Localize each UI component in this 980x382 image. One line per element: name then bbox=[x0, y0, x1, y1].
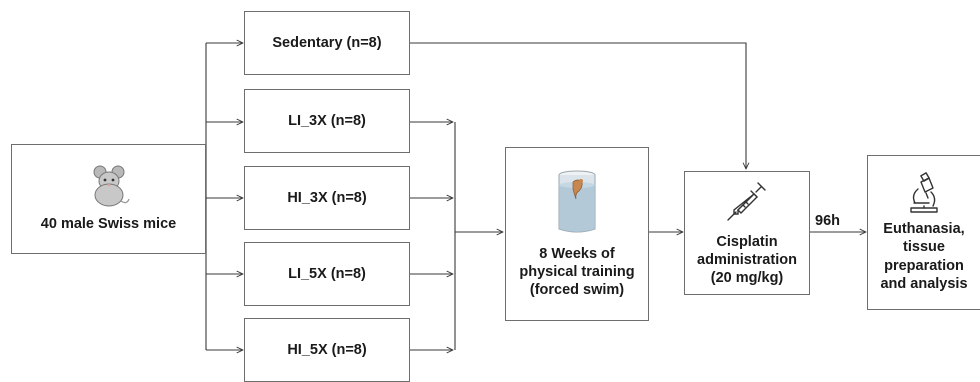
group-box-hi5x: HI_5X (n=8) bbox=[244, 318, 410, 382]
training-line-1: 8 Weeks of bbox=[539, 245, 615, 262]
training-box: 8 Weeks of physical training (forced swi… bbox=[505, 147, 649, 321]
outcome-line-2: tissue bbox=[903, 239, 945, 256]
source-label: 40 male Swiss mice bbox=[40, 215, 177, 232]
outcome-line-3: preparation bbox=[884, 257, 964, 274]
interval-label: 96h bbox=[815, 213, 840, 229]
cisplatin-line-1: Cisplatin bbox=[716, 233, 778, 250]
group-label: LI_3X (n=8) bbox=[288, 112, 366, 129]
cisplatin-line-3: (20 mg/kg) bbox=[710, 270, 784, 287]
source-box: 40 male Swiss mice bbox=[11, 144, 206, 254]
group-box-hi3x: HI_3X (n=8) bbox=[244, 166, 410, 230]
outcome-line-1: Euthanasia, bbox=[883, 221, 965, 238]
group-box-li3x: LI_3X (n=8) bbox=[244, 89, 410, 153]
outcome-line-4: and analysis bbox=[880, 275, 968, 292]
group-box-li5x: LI_5X (n=8) bbox=[244, 242, 410, 306]
syringe-icon bbox=[727, 182, 766, 221]
cisplatin-line-2: administration bbox=[697, 251, 797, 268]
training-line-3: (forced swim) bbox=[529, 282, 625, 299]
arrow-sedentary-cisplatin bbox=[410, 42, 746, 169]
group-label: HI_3X (n=8) bbox=[287, 189, 367, 206]
outcome-box: Euthanasia, tissue preparation and analy… bbox=[867, 155, 980, 310]
group-label: LI_5X (n=8) bbox=[288, 265, 366, 282]
group-label: HI_5X (n=8) bbox=[287, 341, 367, 358]
swim-cylinder-icon bbox=[558, 170, 596, 233]
microscope-icon bbox=[910, 172, 938, 213]
group-box-sedentary: Sedentary (n=8) bbox=[244, 11, 410, 75]
training-line-2: physical training bbox=[519, 263, 635, 280]
group-label: Sedentary (n=8) bbox=[272, 34, 382, 51]
mouse-icon bbox=[93, 165, 130, 207]
cisplatin-box: Cisplatin administration (20 mg/kg) bbox=[684, 171, 810, 295]
